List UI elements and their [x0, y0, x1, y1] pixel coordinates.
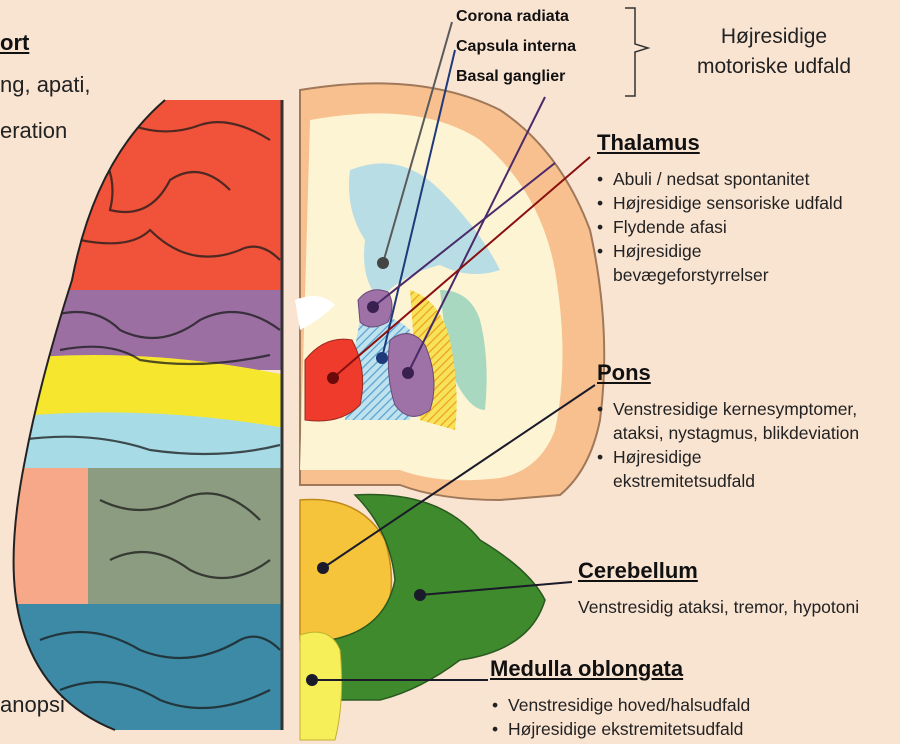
medulla-list-wrap: Venstresidige hoved/halsudfald Højresidi…	[490, 693, 890, 741]
pons-list-wrap: Venstresidige kernesymptomer, ataksi, ny…	[595, 397, 895, 493]
corona-radiata-dot	[377, 257, 389, 269]
left-heading-fragment: ort	[0, 30, 29, 56]
motor-summary-line2: motoriske udfald	[658, 52, 890, 82]
thalamus-dot	[327, 372, 339, 384]
thalamus-item: Højresidige sensoriske udfald	[595, 191, 853, 215]
medulla-dot	[306, 674, 318, 686]
motor-summary: Højresidige motoriske udfald	[658, 22, 890, 82]
corona-radiata-label: Corona radiata	[456, 8, 569, 26]
caudate-dot	[367, 301, 379, 313]
medulla-list: Venstresidige hoved/halsudfald Højresidi…	[490, 693, 890, 741]
motor-group-bracket	[625, 8, 648, 96]
medulla-item: Højresidige ekstremitetsudfald	[490, 717, 890, 741]
basal-ganglier-label: Basal ganglier	[456, 68, 565, 86]
thalamus-item: Abuli / nedsat spontanitet	[595, 167, 895, 191]
left-bottom-fragment: anopsi	[0, 690, 65, 720]
thalamus-heading: Thalamus	[597, 130, 700, 156]
basal-ganglier-dot	[402, 367, 414, 379]
cerebellum-heading: Cerebellum	[578, 558, 698, 584]
left-text-line2: eration	[0, 116, 67, 146]
coronal-section	[295, 83, 604, 740]
pons-heading: Pons	[597, 360, 651, 386]
cerebellum-text: Venstresidig ataksi, tremor, hypotoni	[578, 595, 878, 619]
thalamus-item: Højresidige bevægeforstyrrelser	[595, 239, 853, 287]
left-hemisphere	[0, 90, 285, 734]
left-text-line1: ng, apati,	[0, 70, 91, 100]
thalamus-list: Abuli / nedsat spontanitet Højresidige s…	[595, 167, 895, 287]
cerebellum-dot	[414, 589, 426, 601]
thalamus-item: Flydende afasi	[595, 215, 895, 239]
motor-summary-line1: Højresidige	[658, 22, 890, 52]
thalamus-list-wrap: Abuli / nedsat spontanitet Højresidige s…	[595, 167, 895, 287]
medulla-yellow	[300, 632, 342, 740]
medulla-heading: Medulla oblongata	[490, 656, 683, 682]
grey-green-region	[88, 468, 285, 606]
pons-dot	[317, 562, 329, 574]
medulla-item: Venstresidige hoved/halsudfald	[490, 693, 890, 717]
capsula-interna-dot	[376, 352, 388, 364]
pons-item: Højresidige ekstremitetsudfald	[595, 445, 813, 493]
pons-list: Venstresidige kernesymptomer, ataksi, ny…	[595, 397, 895, 493]
capsula-interna-label: Capsula interna	[456, 38, 576, 56]
pons-item: Venstresidige kernesymptomer, ataksi, ny…	[595, 397, 891, 445]
